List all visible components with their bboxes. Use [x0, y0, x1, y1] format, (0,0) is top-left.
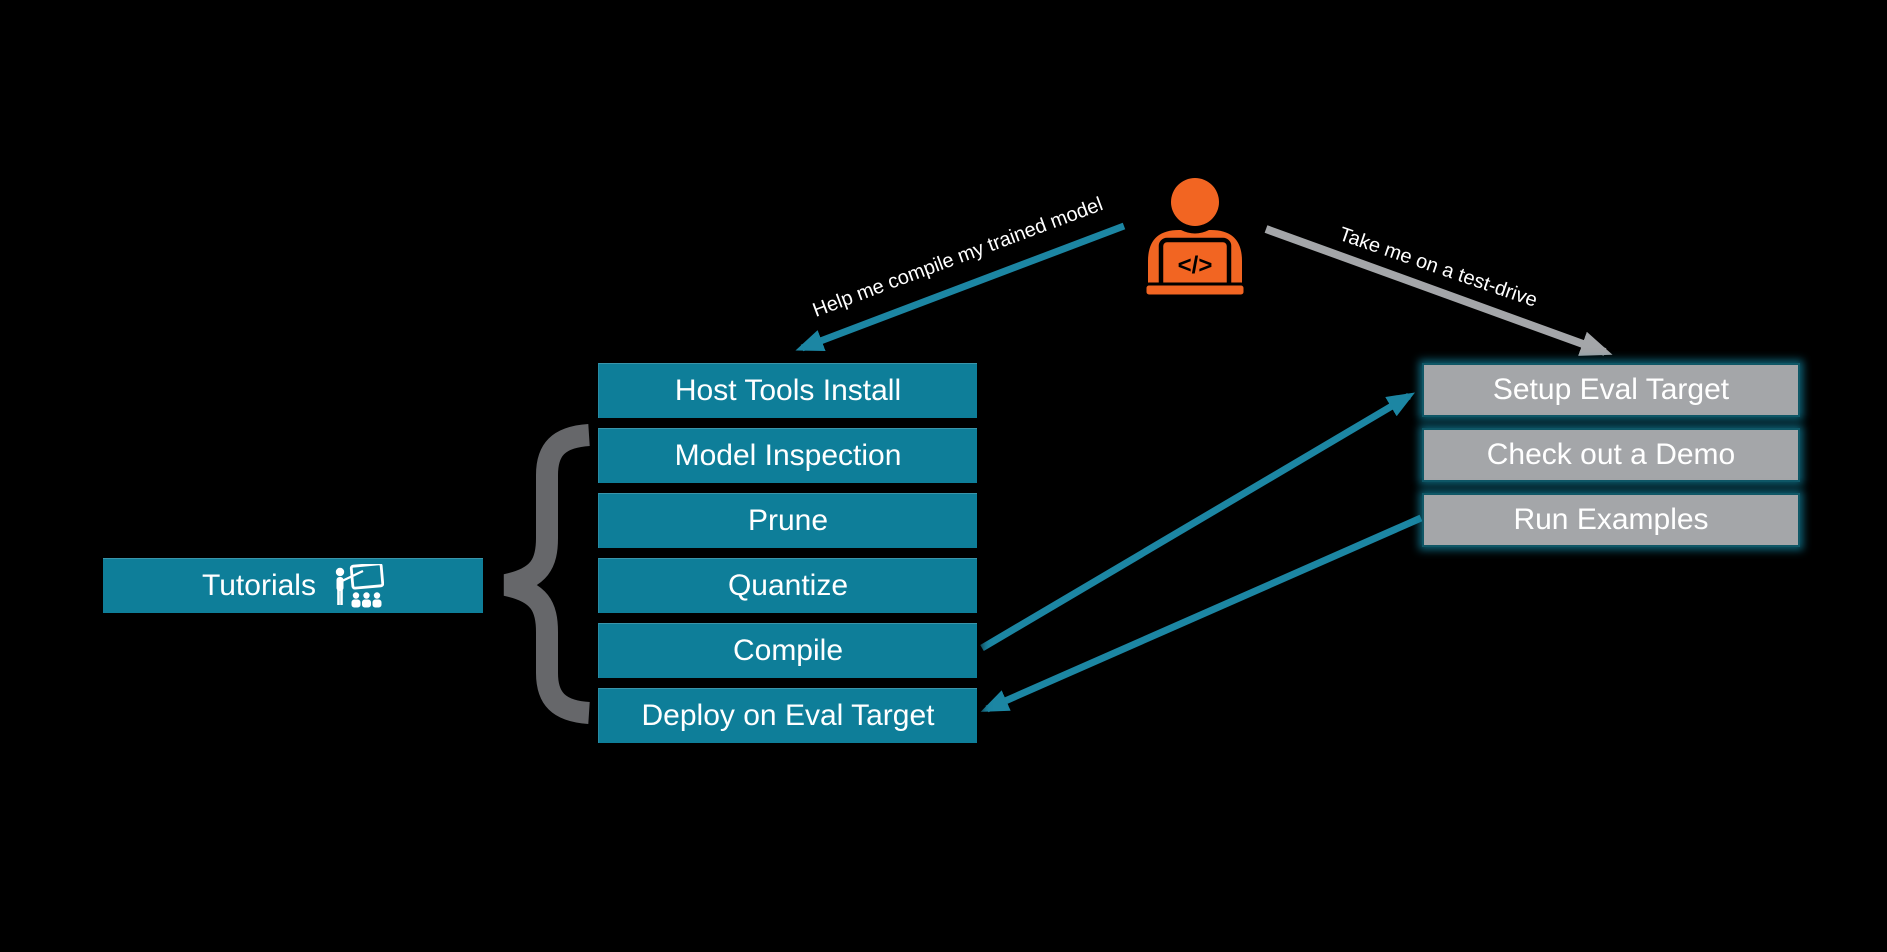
tutorials-box: Tutorials	[103, 558, 483, 613]
training-presentation-icon	[335, 564, 384, 608]
step-deploy-on-eval-target: Deploy on Eval Target	[598, 688, 977, 743]
developer-at-laptop-icon: </>	[1143, 178, 1247, 297]
step-quantize: Quantize	[598, 558, 977, 613]
presenter-head	[335, 567, 345, 577]
audience	[351, 592, 382, 608]
step-label: Model Inspection	[674, 439, 902, 472]
step-label: Deploy on Eval Target	[641, 699, 935, 732]
whiteboard	[349, 564, 384, 590]
step-compile: Compile	[598, 623, 977, 678]
tutorials-brace	[503, 424, 591, 724]
step-check-out-a-demo: Check out a Demo	[1422, 428, 1800, 482]
runexamples-to-deploy-arrow	[980, 514, 1423, 713]
step-label: Host Tools Install	[674, 374, 902, 407]
step-host-tools-install: Host Tools Install	[598, 363, 977, 418]
request-testdrive-arrow	[1264, 225, 1613, 356]
code-glyph: </>	[1178, 252, 1213, 279]
step-model-inspection: Model Inspection	[598, 428, 977, 483]
compile-to-setup-arrow	[980, 392, 1416, 652]
pointer-stick	[341, 570, 364, 582]
step-prune: Prune	[598, 493, 977, 548]
person-head	[1171, 178, 1219, 226]
step-label: Check out a Demo	[1486, 438, 1736, 471]
request-compile-arrow	[795, 222, 1126, 352]
laptop-base	[1143, 282, 1247, 297]
step-label: Prune	[747, 504, 829, 537]
step-label: Run Examples	[1513, 503, 1709, 536]
step-label: Quantize	[727, 569, 849, 602]
step-setup-eval-target: Setup Eval Target	[1422, 363, 1800, 417]
tutorials-label: Tutorials	[202, 569, 316, 602]
step-label: Setup Eval Target	[1492, 373, 1730, 406]
presenter-body	[336, 577, 344, 591]
step-run-examples: Run Examples	[1422, 493, 1800, 547]
step-label: Compile	[732, 634, 844, 667]
